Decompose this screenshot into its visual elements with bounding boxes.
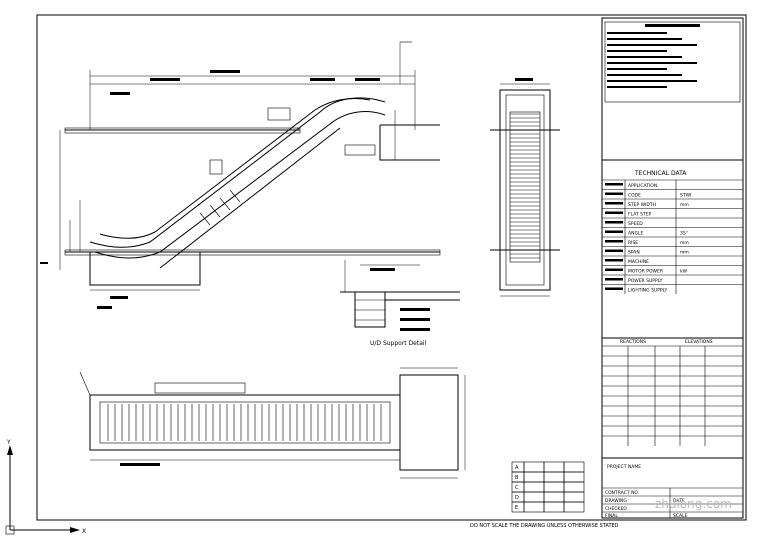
support-detail-label: U/D Support Detail	[370, 340, 427, 347]
tech-row-value: mm	[680, 251, 689, 256]
tech-row-value: mm	[680, 241, 689, 246]
svg-text:X: X	[82, 528, 86, 535]
tech-row-label: APPLICATION	[628, 183, 657, 189]
footer-note: DO NOT SCALE THE DRAWING UNLESS OTHERWIS…	[470, 523, 619, 529]
note-line	[607, 86, 667, 88]
tech-row-label: MACHINE	[628, 259, 649, 265]
tech-row-cn-label	[605, 230, 623, 233]
watermark: zhulong.com	[655, 497, 732, 511]
tech-row-value: mm	[680, 203, 689, 208]
svg-text:Y: Y	[6, 439, 11, 446]
tech-row-cn-label	[605, 211, 623, 214]
support-detail: U/D Support Detail	[340, 260, 460, 347]
tech-row-cn-label	[605, 240, 623, 243]
note-line	[607, 32, 667, 34]
tech-row-cn-label	[605, 278, 623, 281]
table-cell: D	[515, 495, 519, 501]
elevations-header: ELEVATIONS	[685, 339, 713, 345]
tech-row-value: 35°	[680, 231, 688, 237]
final-label: FINAL	[605, 513, 618, 519]
note-line	[607, 56, 682, 58]
tech-row-label: FLAT STEP	[628, 212, 652, 218]
reactions-header: REACTIONS	[620, 339, 646, 345]
tech-row-label: STEP WIDTH	[628, 202, 656, 208]
tech-row-label: LIGHTING SUPPLY	[628, 288, 668, 294]
note-line	[607, 38, 682, 40]
note-line	[607, 44, 697, 46]
tech-row-label: SPAN	[628, 250, 640, 256]
ucs-axis-icon: X Y	[5, 439, 86, 535]
table-cell: E	[515, 505, 518, 511]
tech-row-label: SPEED	[628, 221, 643, 227]
title-block: TECHNICAL DATA APPLICATION CODE STWI STEP W…	[601, 17, 744, 519]
tech-data-heading: TECHNICAL DATA	[634, 170, 687, 177]
tech-row-cn-label	[605, 249, 623, 252]
drawing-label: DRAWING	[605, 498, 627, 504]
tech-row-value: kW	[680, 269, 688, 275]
note-line	[607, 50, 667, 52]
plan-view	[79, 367, 466, 479]
tech-row-value: STWI	[680, 193, 691, 199]
tech-row-cn-label	[605, 183, 623, 186]
end-elevation	[490, 78, 560, 297]
note-line	[607, 68, 667, 70]
tech-row-cn-label	[605, 221, 623, 224]
tech-row-label: CODE	[628, 193, 641, 199]
tech-row-cn-label	[605, 268, 623, 271]
tech-row-label: RISE	[628, 240, 638, 246]
tech-row-label: ANGLE	[628, 231, 643, 237]
note-line	[607, 74, 682, 76]
tech-row-cn-label	[605, 287, 623, 290]
table-cell: B	[515, 475, 519, 481]
tech-row-cn-label	[605, 259, 623, 262]
contract-no-label: CONTRACT NO.	[605, 490, 639, 496]
checked-label: CHECKED	[605, 506, 627, 512]
tech-row-cn-label	[605, 192, 623, 195]
tech-row-cn-label	[605, 202, 623, 205]
note-line	[607, 62, 697, 64]
date-label: DATE	[673, 498, 685, 504]
side-elevation	[40, 41, 441, 309]
project-name-label: PROJECT NAME	[607, 464, 641, 470]
tech-row-label: MOTOR POWER	[628, 269, 663, 275]
table-cell: C	[515, 485, 519, 491]
tech-row-label: POWER SUPPLY	[628, 278, 663, 284]
scale-label: SCALE	[673, 513, 688, 519]
drawing-frame	[36, 14, 747, 521]
note-line	[607, 80, 697, 82]
table-cell: A	[515, 465, 519, 471]
